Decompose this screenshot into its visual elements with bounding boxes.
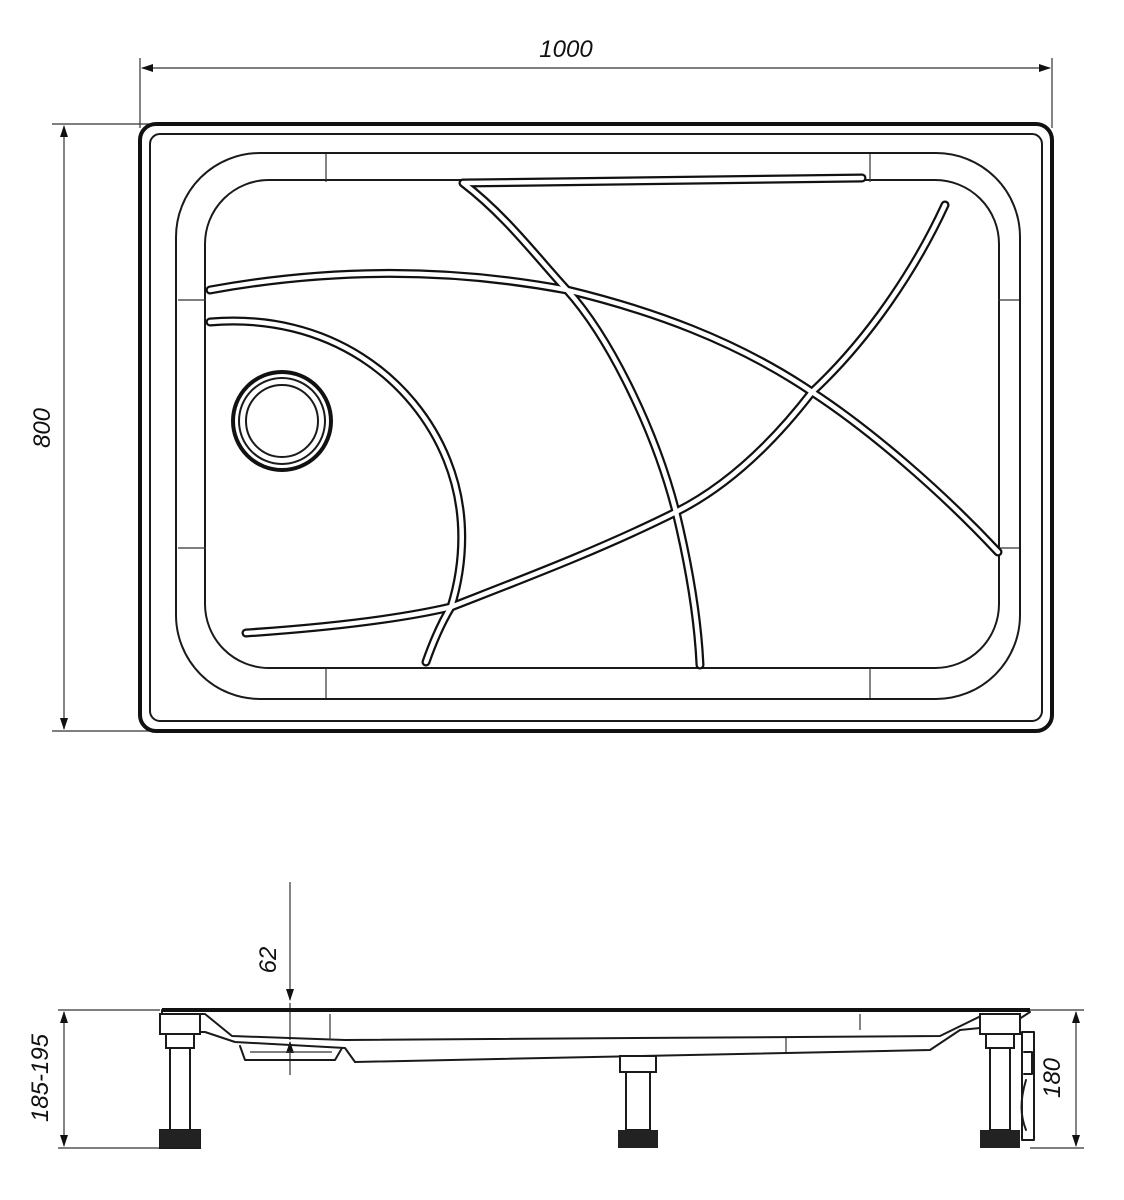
total-height-label: 180: [1039, 1057, 1066, 1098]
rim-inner-edge: [149, 133, 1043, 722]
tray-depth-dimension: 62: [255, 882, 294, 1075]
depth-label: 800: [29, 407, 56, 448]
width-label: 1000: [539, 36, 593, 63]
width-dimension: 1000: [139, 36, 1053, 128]
leg-right: [979, 1013, 1021, 1148]
plan-view: 1000 800: [29, 36, 1054, 733]
depth-dimension: 800: [29, 123, 150, 732]
anti-slip-ribs: [205, 173, 1003, 670]
tray-depth-label: 62: [255, 947, 282, 974]
bowl-outer-edge: [175, 152, 1021, 700]
leg-height-label: 185-195: [27, 1033, 54, 1122]
leg-middle: [618, 1055, 658, 1148]
side-view: 62 185-195 180: [27, 882, 1084, 1149]
panel-bracket: [1020, 1031, 1035, 1141]
leg-left: [159, 1013, 201, 1149]
total-height-dimension: 180: [1030, 1009, 1084, 1149]
leg-height-dimension: 185-195: [27, 1009, 168, 1149]
tray-profile: [161, 1008, 1031, 1063]
outer-rim: [138, 122, 1054, 733]
rim-slope-marks: [178, 154, 1019, 698]
drain-outlet: [231, 370, 333, 472]
